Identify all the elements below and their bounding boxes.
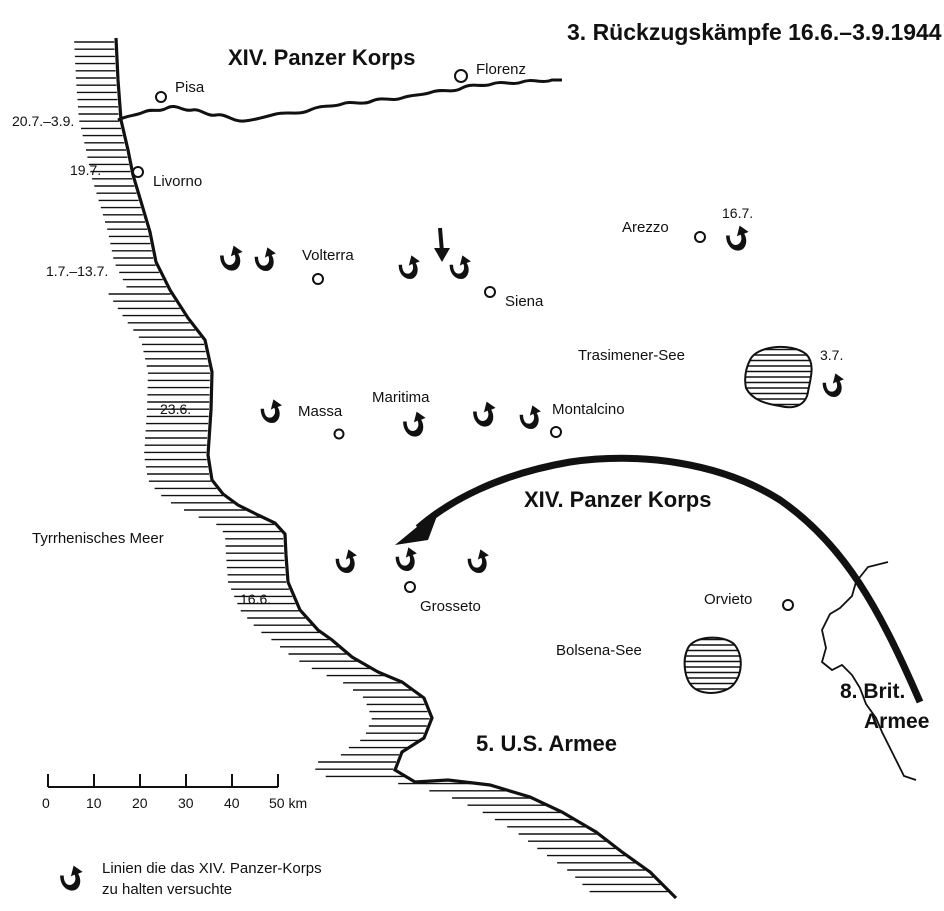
- curved-arrow-icon: [519, 405, 541, 429]
- coastline: [114, 37, 678, 900]
- legend-text-line2: zu halten versuchte: [102, 881, 232, 898]
- down-arrow-icon: [434, 227, 450, 262]
- boundary-east: [820, 561, 917, 781]
- city-circle-icon: [333, 428, 345, 440]
- date-label: 3.7.: [820, 347, 843, 363]
- scale-tick-label: 50 km: [269, 795, 307, 811]
- lake-bolsena: [683, 636, 742, 694]
- corps-route-arrow: [415, 454, 924, 704]
- city-circle-icon: [782, 599, 794, 611]
- lake-label-bolsena: Bolsena-See: [556, 642, 642, 659]
- curved-arrow-icon: [726, 225, 749, 251]
- legend-text-line1: Linien die das XIV. Panzer-Korps: [102, 860, 322, 877]
- date-label: 1.7.–13.7.: [46, 263, 108, 279]
- curved-arrow-icon: [822, 373, 844, 397]
- city-circle-icon: [155, 91, 167, 103]
- date-label: 19.7.: [70, 162, 101, 178]
- city-circle-icon: [404, 581, 416, 593]
- curved-arrow-icon: [403, 411, 426, 437]
- city-circle-icon: [694, 231, 706, 243]
- date-label: 23.6.: [160, 401, 191, 417]
- city-circle-icon: [132, 166, 144, 178]
- scale-tick-label: 0: [42, 795, 50, 811]
- curved-arrow-icon: [220, 245, 243, 271]
- map-title: 3. Rückzugskämpfe 16.6.–3.9.1944: [567, 19, 942, 45]
- city-label-livorno: Livorno: [153, 173, 202, 190]
- curved-arrow-icon: [395, 547, 417, 571]
- curved-arrow-icon: [467, 549, 489, 573]
- scale-tick-label: 40: [224, 795, 240, 811]
- curved-arrow-icon: [60, 865, 83, 891]
- city-circle-icon: [454, 69, 468, 83]
- city-label-pisa: Pisa: [175, 79, 205, 96]
- city-label-arezzo: Arezzo: [622, 219, 669, 236]
- army-brit-label-1: 8. Brit.: [840, 680, 905, 703]
- curved-arrow-icon: [398, 255, 420, 279]
- legend: Linien die das XIV. Panzer-Korps zu halt…: [60, 860, 322, 898]
- sea-label: Tyrrhenisches Meer: [32, 530, 164, 547]
- date-label: 16.6.: [240, 591, 271, 607]
- scale-bar: 0 10 20 30 40 50 km: [42, 774, 307, 811]
- city-label-maritima: Maritima: [372, 389, 430, 406]
- city-circle-icon: [550, 426, 562, 438]
- scale-tick-label: 30: [178, 795, 194, 811]
- city-label-orvieto: Orvieto: [704, 591, 752, 608]
- corps-route-arrowhead: [395, 508, 440, 545]
- city-label-florenz: Florenz: [476, 61, 526, 78]
- city-label-grosseto: Grosseto: [420, 598, 481, 615]
- city-label-volterra: Volterra: [302, 247, 354, 264]
- army-us-label: 5. U.S. Armee: [476, 731, 617, 756]
- curved-arrow-icon: [335, 549, 357, 573]
- curved-arrow-icon: [449, 255, 471, 279]
- corps-label-north: XIV. Panzer Korps: [228, 45, 415, 70]
- curved-arrow-icon: [254, 247, 276, 271]
- front-line-north: [117, 78, 562, 123]
- army-brit-label-2: Armee: [864, 710, 929, 733]
- curved-arrow-icon: [260, 399, 282, 423]
- scale-tick-label: 10: [86, 795, 102, 811]
- corps-label-route: XIV. Panzer Korps: [524, 487, 711, 512]
- city-label-siena: Siena: [505, 293, 544, 310]
- lake-label-trasimeno: Trasimener-See: [578, 347, 685, 364]
- sea-hatching: [74, 41, 668, 893]
- city-circle-icon: [312, 273, 324, 285]
- scale-tick-label: 20: [132, 795, 148, 811]
- city-label-massa: Massa: [298, 403, 343, 420]
- curved-arrow-icon: [473, 401, 496, 427]
- city-markers: [132, 69, 794, 611]
- date-label: 16.7.: [722, 205, 753, 221]
- date-label: 20.7.–3.9.: [12, 113, 74, 129]
- lake-trasimeno: [744, 345, 813, 409]
- city-circle-icon: [484, 286, 496, 298]
- city-label-montalcino: Montalcino: [552, 401, 625, 418]
